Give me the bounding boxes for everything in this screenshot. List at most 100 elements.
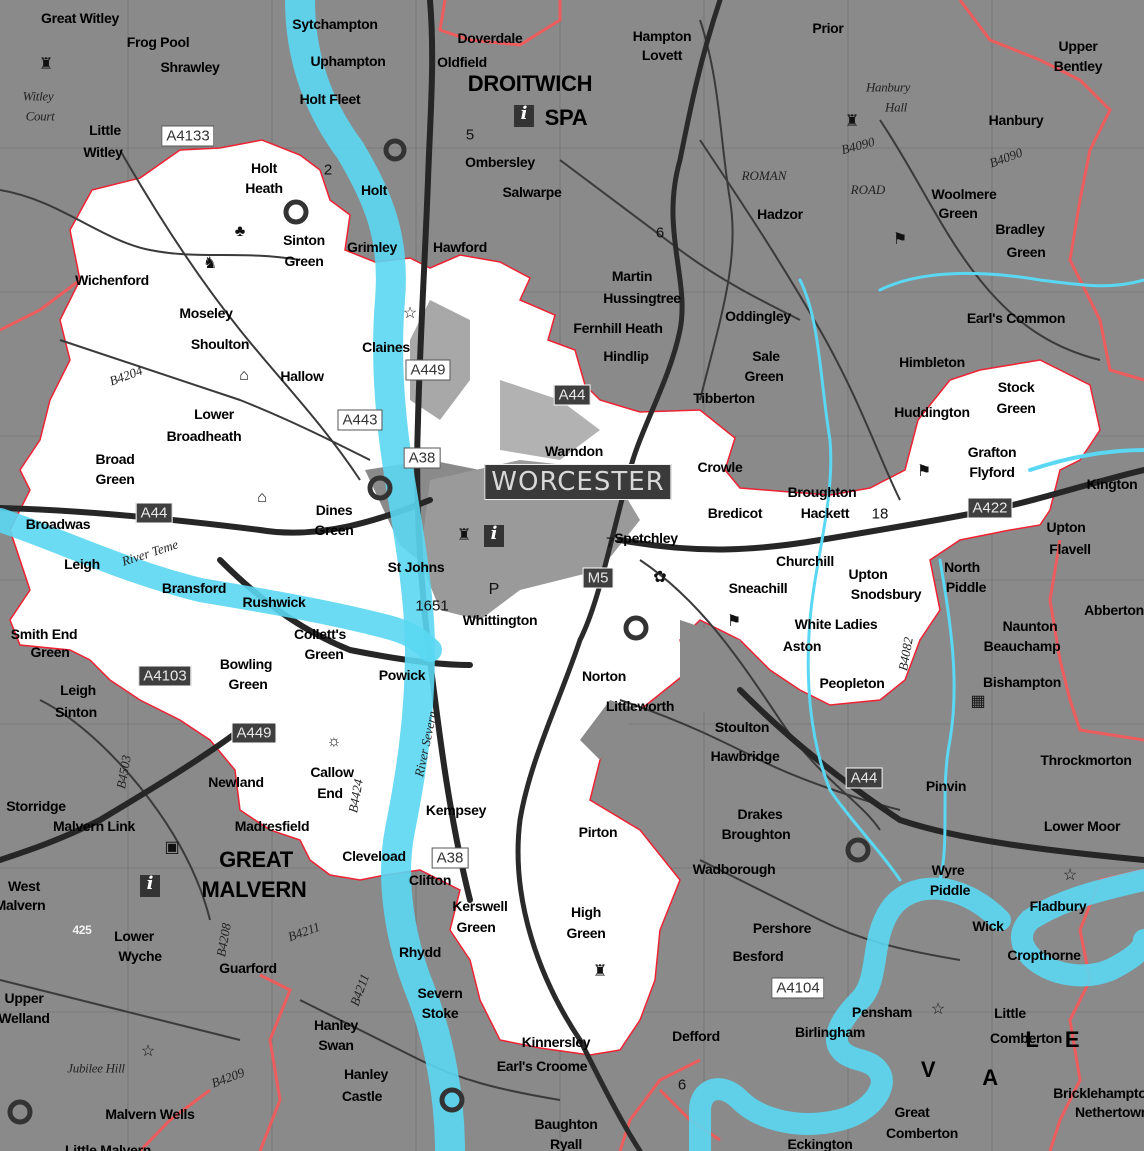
road-shield-a4133: A4133 <box>161 125 215 147</box>
place-label-bradley: Bradley <box>995 221 1045 237</box>
place-label-green: Green <box>1006 244 1046 260</box>
place-label-hanbury: Hanbury <box>865 79 911 95</box>
place-label-leigh: Leigh <box>60 682 96 698</box>
place-label-salwarpe: Salwarpe <box>502 184 562 200</box>
star-icon: ☆ <box>1062 867 1078 884</box>
place-label-green: Green <box>304 646 344 662</box>
sun-icon: ☼ <box>326 733 342 750</box>
place-label-green: Green <box>314 522 354 538</box>
flower-icon: ✿ <box>653 569 667 586</box>
place-label-high: High <box>571 904 601 920</box>
place-label-flyford: Flyford <box>969 464 1015 480</box>
place-label-moseley: Moseley <box>179 305 233 321</box>
place-label-storridge: Storridge <box>6 798 66 814</box>
place-label-witley: Witley <box>83 144 123 160</box>
place-label-bowling: Bowling <box>219 656 273 672</box>
place-label-holt-fleet: Holt Fleet <box>299 91 361 107</box>
sheep-icon: ♞ <box>202 255 218 272</box>
place-label-kempsey: Kempsey <box>425 802 487 818</box>
place-label-malvern: Malvern <box>0 897 46 913</box>
road-shield-a422: A422 <box>967 497 1013 519</box>
place-label-drakes: Drakes <box>737 806 783 822</box>
star-icon: ☆ <box>402 305 418 322</box>
place-label-hadzor: Hadzor <box>757 206 803 222</box>
place-label-broadwas: Broadwas <box>25 516 91 532</box>
junction-number: 7 <box>605 534 615 552</box>
place-label-grafton: Grafton <box>967 444 1017 460</box>
place-label-upper: Upper <box>1058 38 1098 54</box>
place-label-naunton: Naunton <box>1002 618 1058 634</box>
road-shield-a44: A44 <box>135 502 173 524</box>
info-icon: i <box>484 525 504 547</box>
place-label-hanley: Hanley <box>343 1066 389 1082</box>
town-label-malvern: MALVERN <box>201 877 307 902</box>
place-label-green: Green <box>30 644 70 660</box>
place-label-aston: Aston <box>782 638 822 654</box>
place-label-piddle: Piddle <box>929 882 971 898</box>
place-label-hanley: Hanley <box>313 1017 359 1033</box>
town-label-spa: SPA <box>544 105 588 130</box>
road-shield-a38: A38 <box>431 847 469 869</box>
road-shield-a38: A38 <box>403 447 441 469</box>
road-shield-a449: A449 <box>405 359 451 381</box>
place-label-hanbury: Hanbury <box>988 112 1044 128</box>
place-label-malvern-link: Malvern Link <box>53 818 135 834</box>
junction-number: 6 <box>677 1076 687 1094</box>
place-label-defford: Defford <box>672 1028 720 1044</box>
place-label-pinvin: Pinvin <box>925 778 967 794</box>
place-label-earl-s-common: Earl's Common <box>966 310 1066 326</box>
museum-icon: ⌂ <box>257 489 267 506</box>
place-label-great-witley: Great Witley <box>41 10 119 26</box>
place-label-hampton: Hampton <box>632 28 692 44</box>
place-label-comberton: Comberton <box>990 1030 1062 1046</box>
place-label-little: Little <box>994 1005 1026 1021</box>
place-label-rhydd: Rhydd <box>398 944 442 960</box>
place-label-little: Little <box>89 122 121 138</box>
place-label-bentley: Bentley <box>1053 58 1103 74</box>
star-icon: ☆ <box>140 1043 156 1060</box>
place-label-churchill: Churchill <box>776 553 834 569</box>
place-label-end: End <box>317 785 343 801</box>
place-label-pirton: Pirton <box>578 824 618 840</box>
place-label-uphampton: Uphampton <box>310 53 386 69</box>
place-label-upper: Upper <box>4 990 44 1006</box>
tree-icon: ♣ <box>234 223 246 240</box>
place-label-earl-s-croome: Earl's Croome <box>496 1058 588 1074</box>
place-label-woolmere: Woolmere <box>931 186 997 202</box>
place-label-ombersley: Ombersley <box>465 154 535 170</box>
place-label-powick: Powick <box>378 667 426 683</box>
place-label-peopleton: Peopleton <box>819 675 885 691</box>
place-label-nethertown: Nethertown <box>1074 1104 1144 1120</box>
road-shield-a449: A449 <box>231 722 277 744</box>
place-label-west: West <box>8 878 40 894</box>
place-label-besford: Besford <box>732 948 784 964</box>
place-label-shoulton: Shoulton <box>190 336 250 352</box>
golf-icon: ⚑ <box>892 231 908 248</box>
hillfort-icon: ▦ <box>970 693 986 710</box>
place-label-lower-moor: Lower Moor <box>1043 818 1121 834</box>
place-label-newland: Newland <box>208 774 264 790</box>
place-label-hall: Hall <box>885 99 907 115</box>
junction-number: 18 <box>871 505 889 523</box>
place-label-hackett: Hackett <box>800 505 850 521</box>
castle-icon: ♜ <box>844 113 860 130</box>
vale-letter: E <box>1064 1027 1080 1052</box>
castle-icon: ♜ <box>38 56 54 73</box>
place-label-snodsbury: Snodsbury <box>850 586 922 602</box>
place-label-holt: Holt <box>360 182 388 198</box>
star-icon: ☆ <box>930 1001 946 1018</box>
place-label-claines: Claines <box>362 339 410 355</box>
place-label-wichenford: Wichenford <box>75 272 149 288</box>
place-label-callow: Callow <box>310 764 354 780</box>
place-label-white-ladies: White Ladies <box>794 616 878 632</box>
info-icon: i <box>140 875 160 897</box>
place-label-dines: Dines <box>315 502 353 518</box>
place-label-green: Green <box>456 919 496 935</box>
place-label-hallow: Hallow <box>280 368 324 384</box>
place-label-green: Green <box>996 400 1036 416</box>
place-label-witley: Witley <box>22 88 54 104</box>
castle-icon: ♜ <box>456 527 472 544</box>
place-label-fernhill-heath: Fernhill Heath <box>573 320 663 336</box>
place-label-spetchley: Spetchley <box>614 530 678 546</box>
